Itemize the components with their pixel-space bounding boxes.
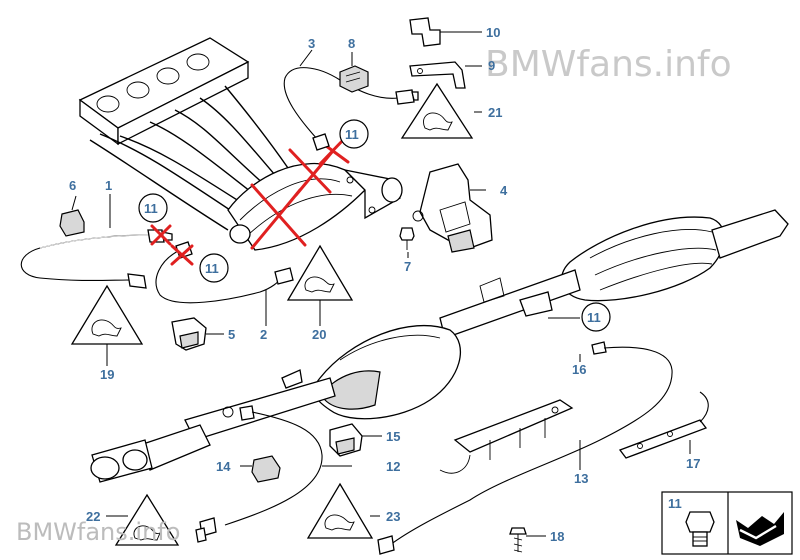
rear-muffler [313, 325, 461, 420]
exhaust-manifold [78, 37, 289, 231]
callout-7: 7 [404, 259, 411, 274]
screw-18 [509, 527, 527, 553]
callout-14: 14 [216, 459, 231, 474]
warning-label-22 [114, 493, 180, 546]
strike-mark-sensor-2 [170, 244, 194, 266]
oxygen-sensor-upper [283, 67, 419, 151]
watermark-bottom: BMWfans.info [16, 518, 180, 546]
callout-1: 1 [105, 178, 112, 193]
clip-15 [329, 423, 363, 457]
callout-4: 4 [500, 183, 508, 198]
warning-label-21 [400, 82, 474, 139]
callout-22: 22 [86, 509, 100, 524]
callout-13: 13 [574, 471, 588, 486]
front-catalytic-converter [227, 162, 403, 251]
callout-15: 15 [386, 429, 400, 444]
callout-16: 16 [572, 362, 586, 377]
tail-pipes [90, 369, 336, 483]
callout-3: 3 [308, 36, 315, 51]
bolt-7 [399, 227, 415, 250]
oxygen-sensor-left [20, 229, 173, 289]
callout-circle-11d [581, 302, 611, 332]
callout-18: 18 [550, 529, 564, 544]
warning-label-19 [70, 284, 144, 345]
oxygen-sensor-12 [195, 405, 323, 543]
warning-label-23 [306, 482, 374, 539]
sensor-bracket [412, 163, 493, 253]
arrow-symbol-icon [736, 512, 784, 546]
rear-catalytic-converter [561, 209, 789, 302]
callout-19: 19 [100, 367, 114, 382]
heat-shield-17 [618, 391, 709, 459]
callout-circle-11a [339, 119, 369, 149]
callout-circle-11c [199, 253, 229, 283]
callout-circle-11b [138, 193, 168, 223]
callout-17: 17 [686, 456, 700, 471]
callout-11a: 11 [345, 127, 359, 142]
callout-11e: 11 [668, 496, 682, 511]
watermark-top: BMWfans.info [485, 44, 732, 85]
callout-8: 8 [348, 36, 355, 51]
callout-5: 5 [228, 327, 235, 342]
callout-11d: 11 [587, 310, 601, 325]
callout-11b: 11 [144, 201, 158, 216]
callout-23: 23 [386, 509, 400, 524]
clip-14 [251, 455, 281, 483]
bracket-part [409, 17, 466, 89]
leader-lines [71, 31, 691, 537]
sensor-holder-13 [439, 399, 574, 474]
callout-11c: 11 [205, 261, 219, 276]
callout-10: 10 [486, 25, 500, 40]
strike-mark-sensor-1 [150, 224, 172, 246]
warning-label-20 [286, 244, 354, 301]
sealing-plug-icon [685, 511, 715, 547]
callout-2: 2 [260, 327, 267, 342]
callout-6: 6 [69, 178, 76, 193]
clip-5 [171, 317, 207, 351]
callout-20: 20 [312, 327, 326, 342]
callout-12: 12 [386, 459, 400, 474]
callout-21: 21 [488, 105, 502, 120]
clip-part [339, 65, 369, 93]
oxygen-sensor-16 [377, 341, 673, 555]
strike-mark-large [250, 183, 307, 250]
clip-6 [59, 209, 85, 237]
callout-9: 9 [488, 58, 495, 73]
intermediate-pipe [439, 269, 581, 339]
